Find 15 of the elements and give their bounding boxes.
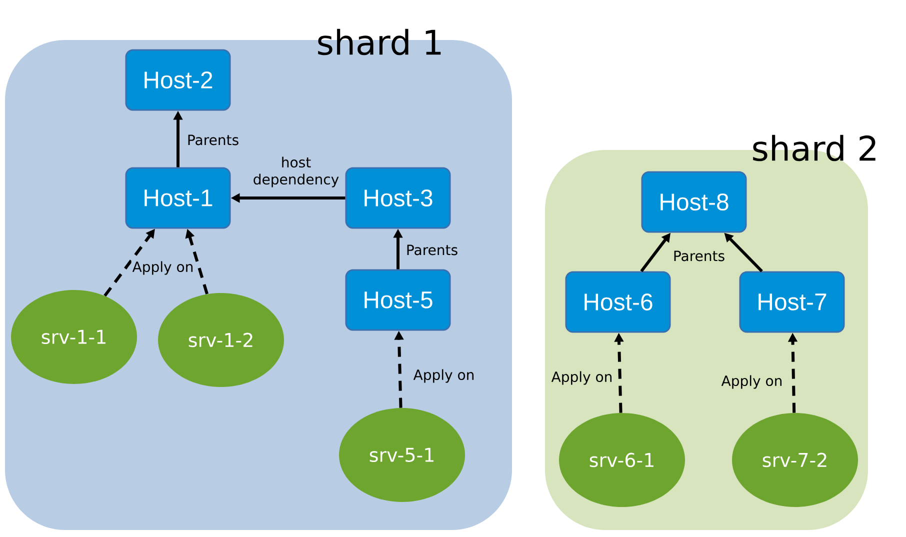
host-box: Host-2 (125, 49, 231, 111)
edge-label: host dependency (251, 156, 341, 188)
host-box: Host-8 (641, 171, 747, 233)
edge-label: Parents (186, 134, 240, 146)
edge-label: Parents (404, 244, 460, 256)
edge-label: Apply on (550, 370, 614, 386)
edge-label: Apply on (131, 260, 195, 276)
host-box: Host-3 (345, 167, 451, 229)
host-box: Host-6 (565, 271, 671, 333)
host-box: Host-5 (345, 269, 451, 331)
host-box: Host-1 (125, 167, 231, 229)
edge-label: Apply on (720, 374, 784, 390)
host-box: Host-7 (739, 271, 845, 333)
edge-label: Parents (672, 250, 726, 262)
edge-label: Apply on (412, 368, 476, 384)
